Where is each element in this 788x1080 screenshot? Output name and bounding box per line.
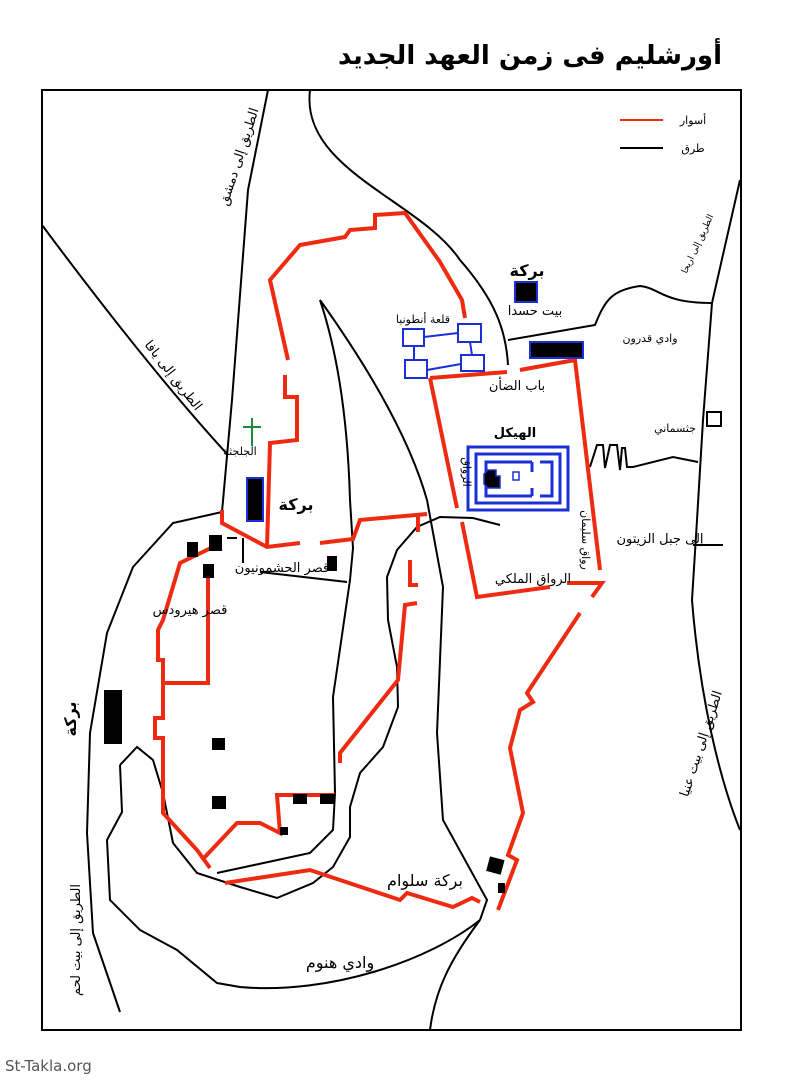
gethsemane-marker xyxy=(706,411,722,427)
antonia-fortress xyxy=(402,323,485,379)
road-jericho-bethany-line xyxy=(690,179,741,831)
map-title: أورشليم فى زمن العهد الجديد xyxy=(338,38,722,71)
label-road-damascus: الطريق إلى دمشق xyxy=(217,106,263,207)
kidron-valley-line xyxy=(319,299,489,921)
pool-bethesda-marker xyxy=(514,281,538,303)
temple-building xyxy=(466,445,570,512)
road-damascus-line xyxy=(221,89,269,513)
label-antonia: قلعة أنطونيا xyxy=(396,312,450,326)
valley-line-north xyxy=(308,89,509,366)
label-siloam: بركة سلوام xyxy=(387,871,463,891)
label-road-jericho: الطريق إلى اريحا xyxy=(680,213,716,275)
pool-sheep-marker xyxy=(529,341,584,359)
label-hinnom: وادي هنوم xyxy=(306,953,374,973)
pool-golgotha-marker xyxy=(246,477,264,522)
label-road-bethlehem: الطريق إلى بيت لحم xyxy=(69,884,84,996)
road-bethlehem-line xyxy=(85,511,223,1013)
label-solomon-portico: رواق سليمان xyxy=(579,510,592,570)
kidron-hill-line xyxy=(507,284,713,341)
label-road-bethany: الطريق إلى بيت عنيا xyxy=(677,689,725,799)
building-markers xyxy=(104,535,505,893)
legend-roads-label: طرق xyxy=(681,142,705,155)
road-jaffa-line xyxy=(41,224,229,456)
pool-west-marker xyxy=(104,690,122,744)
legend: أسوار طرق xyxy=(620,113,706,155)
label-golgotha: الجلجثة xyxy=(223,445,256,458)
roads xyxy=(41,89,741,1031)
golgotha-cross-icon xyxy=(243,418,261,446)
tyropoeon-line xyxy=(216,299,355,874)
watermark: St-Takla.org xyxy=(5,1057,92,1075)
label-sheep-gate: باب الضأن xyxy=(489,376,545,394)
hasmonean-lines xyxy=(227,537,348,583)
label-pool-golgotha: بركة xyxy=(279,495,314,514)
label-royal-portico: الرواق الملكي xyxy=(495,572,571,587)
label-road-olives: إلى جبل الزيتون xyxy=(616,532,703,547)
map-frame xyxy=(41,89,742,1031)
label-herod-palace: قصر هيرودس xyxy=(153,603,228,618)
label-hasmonean-palace: قصر الحشمونيون xyxy=(235,561,329,576)
label-bethesda: بيت حسدا xyxy=(508,304,563,319)
label-pool-bethesda: بركة xyxy=(510,261,545,280)
hinnom-inner-line xyxy=(119,515,501,900)
hinnom-outer-line xyxy=(105,764,481,1031)
label-gethsemane: جثسماني xyxy=(654,422,696,435)
label-portico: الرواق xyxy=(460,457,473,486)
label-road-jaffa: الطريق إلى يافا xyxy=(141,338,205,414)
label-pool-west: بركة xyxy=(61,702,80,737)
label-kidron: وادي قدرون xyxy=(622,332,677,345)
gethsemane-path-line xyxy=(589,444,699,471)
label-temple: الهيكل xyxy=(494,426,536,441)
structures xyxy=(104,281,584,893)
map-labels: الطريق إلى دمشق الطريق إلى يافا الطريق إ… xyxy=(61,106,726,996)
legend-walls-label: أسوار xyxy=(679,113,706,127)
city-walls xyxy=(153,210,606,911)
